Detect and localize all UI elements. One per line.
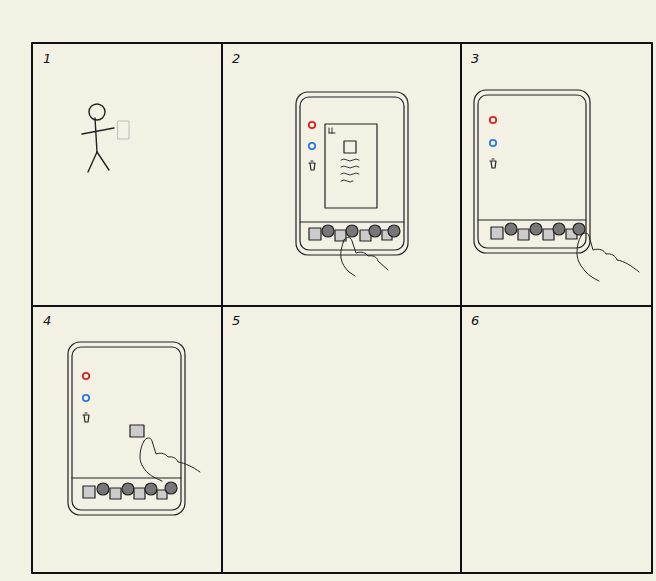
storyboard-panel: 4: [32, 305, 223, 573]
panel-number: 4: [43, 314, 51, 327]
storyboard-frame: [32, 43, 652, 573]
storyboard-panel: 3: [460, 43, 652, 307]
panel-number: 3: [471, 52, 479, 65]
phone-sketch: [68, 342, 200, 515]
panel-number: 2: [232, 52, 240, 65]
panel-number: 6: [471, 314, 479, 327]
panel-number: 1: [43, 52, 51, 65]
phone-sketch: [296, 92, 408, 276]
panel-number: 5: [232, 314, 240, 327]
storyboard-panel: 1: [32, 43, 223, 307]
storyboard-panel: 2: [221, 43, 462, 307]
phone-sketch: [474, 90, 639, 281]
storyboard-panel: 5: [221, 305, 462, 573]
stick-figure: [82, 104, 129, 172]
storyboard-panel: 6: [460, 305, 652, 573]
